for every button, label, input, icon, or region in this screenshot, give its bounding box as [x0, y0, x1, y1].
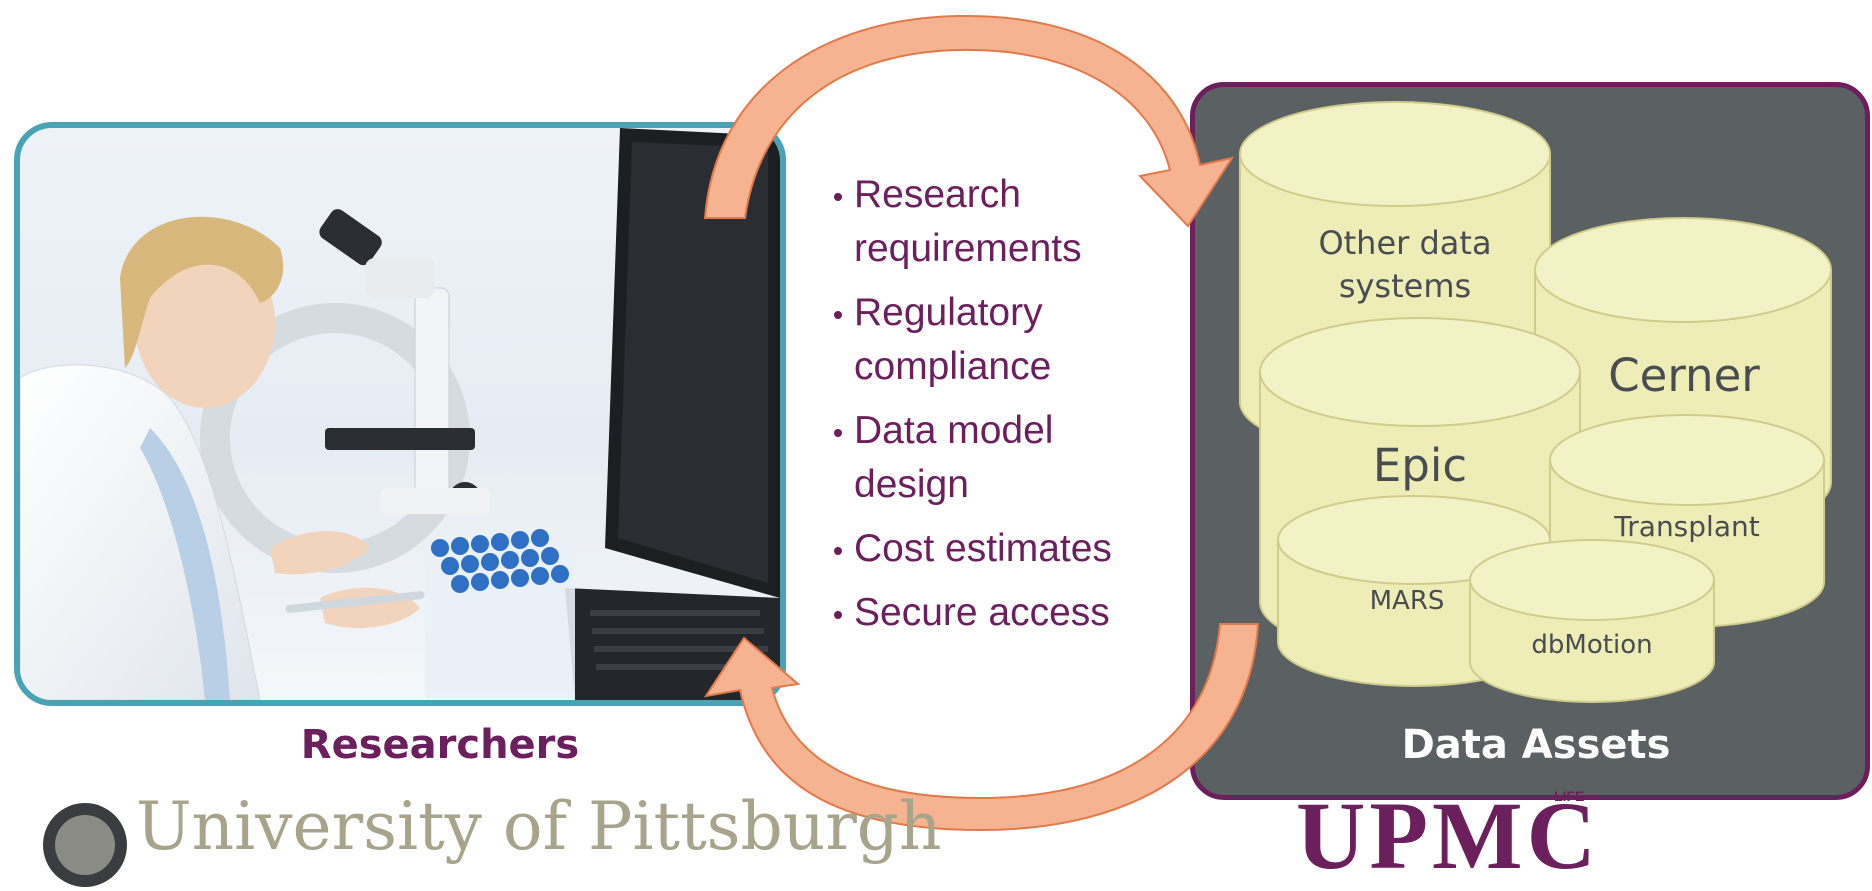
- label-epic: Epic: [1372, 439, 1468, 492]
- label-mars: MARS: [1369, 586, 1445, 616]
- bullet-secure-access: Secure access: [834, 586, 1174, 640]
- bullet-cost-estimates: Cost estimates: [834, 522, 1174, 576]
- arrow-to-data-assets: [703, 14, 1235, 228]
- bullet-research-requirements: Research requirements: [834, 168, 1174, 276]
- microscope-shape: [319, 209, 490, 514]
- monitor-shape: [605, 128, 780, 598]
- activities-list: Research requirements Regulatory complia…: [834, 168, 1174, 650]
- researcher-photo: [14, 122, 786, 706]
- researcher-figure: [20, 216, 425, 700]
- pitt-seal-icon: [43, 803, 127, 887]
- data-systems-diagram: [1239, 101, 1832, 703]
- label-dbmotion: dbMotion: [1531, 630, 1653, 660]
- upmc-logo-tagline: LIFE: [1554, 788, 1585, 804]
- pitt-logo: University of Pittsburgh: [136, 788, 942, 865]
- label-cerner: Cerner: [1608, 349, 1760, 402]
- cycle-arrows: [703, 14, 1260, 832]
- arrow-to-researchers: [703, 623, 1260, 832]
- label-other-data-systems: Other data systems: [1318, 224, 1492, 306]
- bullet-regulatory-compliance: Regulatory compliance: [834, 286, 1174, 394]
- lab-scene-illustration: [20, 128, 780, 700]
- label-transplant: Transplant: [1614, 510, 1760, 543]
- test-tubes-shape: [425, 529, 575, 698]
- bullet-data-model-design: Data model design: [834, 404, 1174, 512]
- researchers-label: Researchers: [300, 722, 580, 768]
- data-assets-label: Data Assets: [1401, 722, 1671, 768]
- cylinder-dbmotion: [1469, 539, 1715, 703]
